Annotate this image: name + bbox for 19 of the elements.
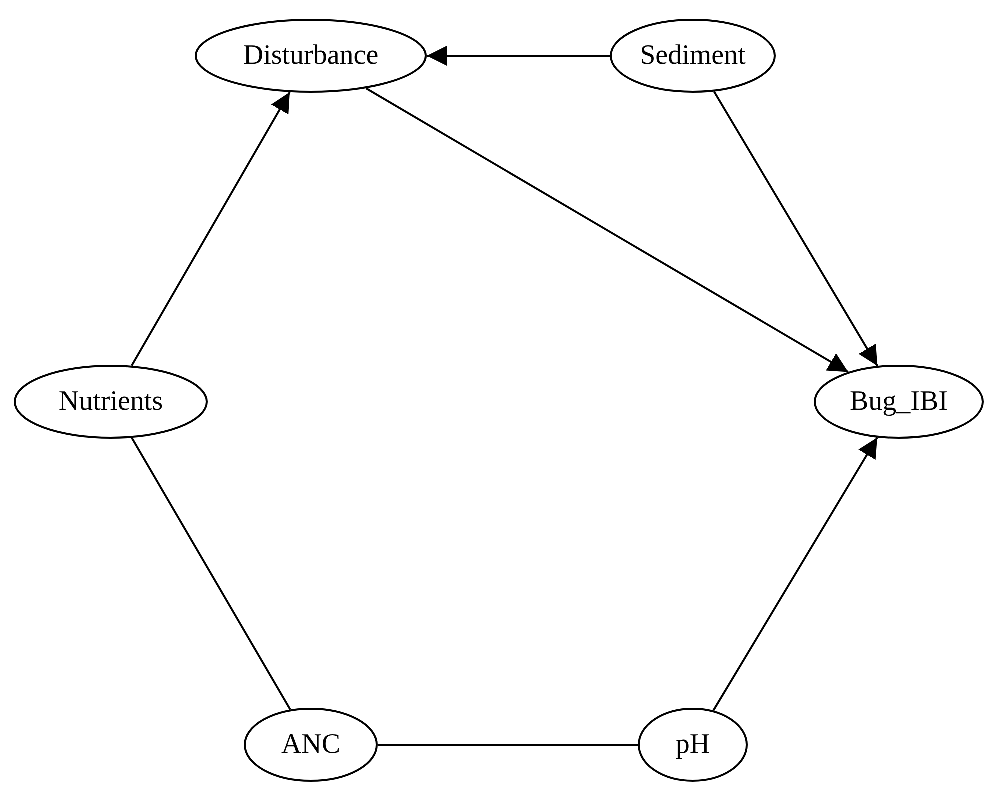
arrow — [713, 91, 879, 367]
arrow — [366, 88, 849, 374]
ellipse-node — [14, 365, 208, 439]
connector-line — [378, 744, 638, 746]
node-label: Bug_IBI — [850, 386, 948, 418]
arrow — [427, 46, 610, 66]
node-label: Sediment — [640, 40, 746, 72]
arrow — [131, 92, 291, 366]
ellipse-node — [814, 365, 984, 439]
node-label: pH — [676, 729, 710, 761]
ellipse-node — [610, 19, 776, 93]
node-label: Nutrients — [58, 386, 164, 418]
ellipse-node — [244, 708, 378, 782]
node-label: Disturbance — [243, 40, 379, 72]
ellipse-node — [638, 708, 748, 782]
connector-line — [131, 438, 292, 710]
ellipse-node — [195, 19, 427, 93]
arrow — [712, 437, 878, 712]
node-label: ANC — [281, 729, 341, 761]
